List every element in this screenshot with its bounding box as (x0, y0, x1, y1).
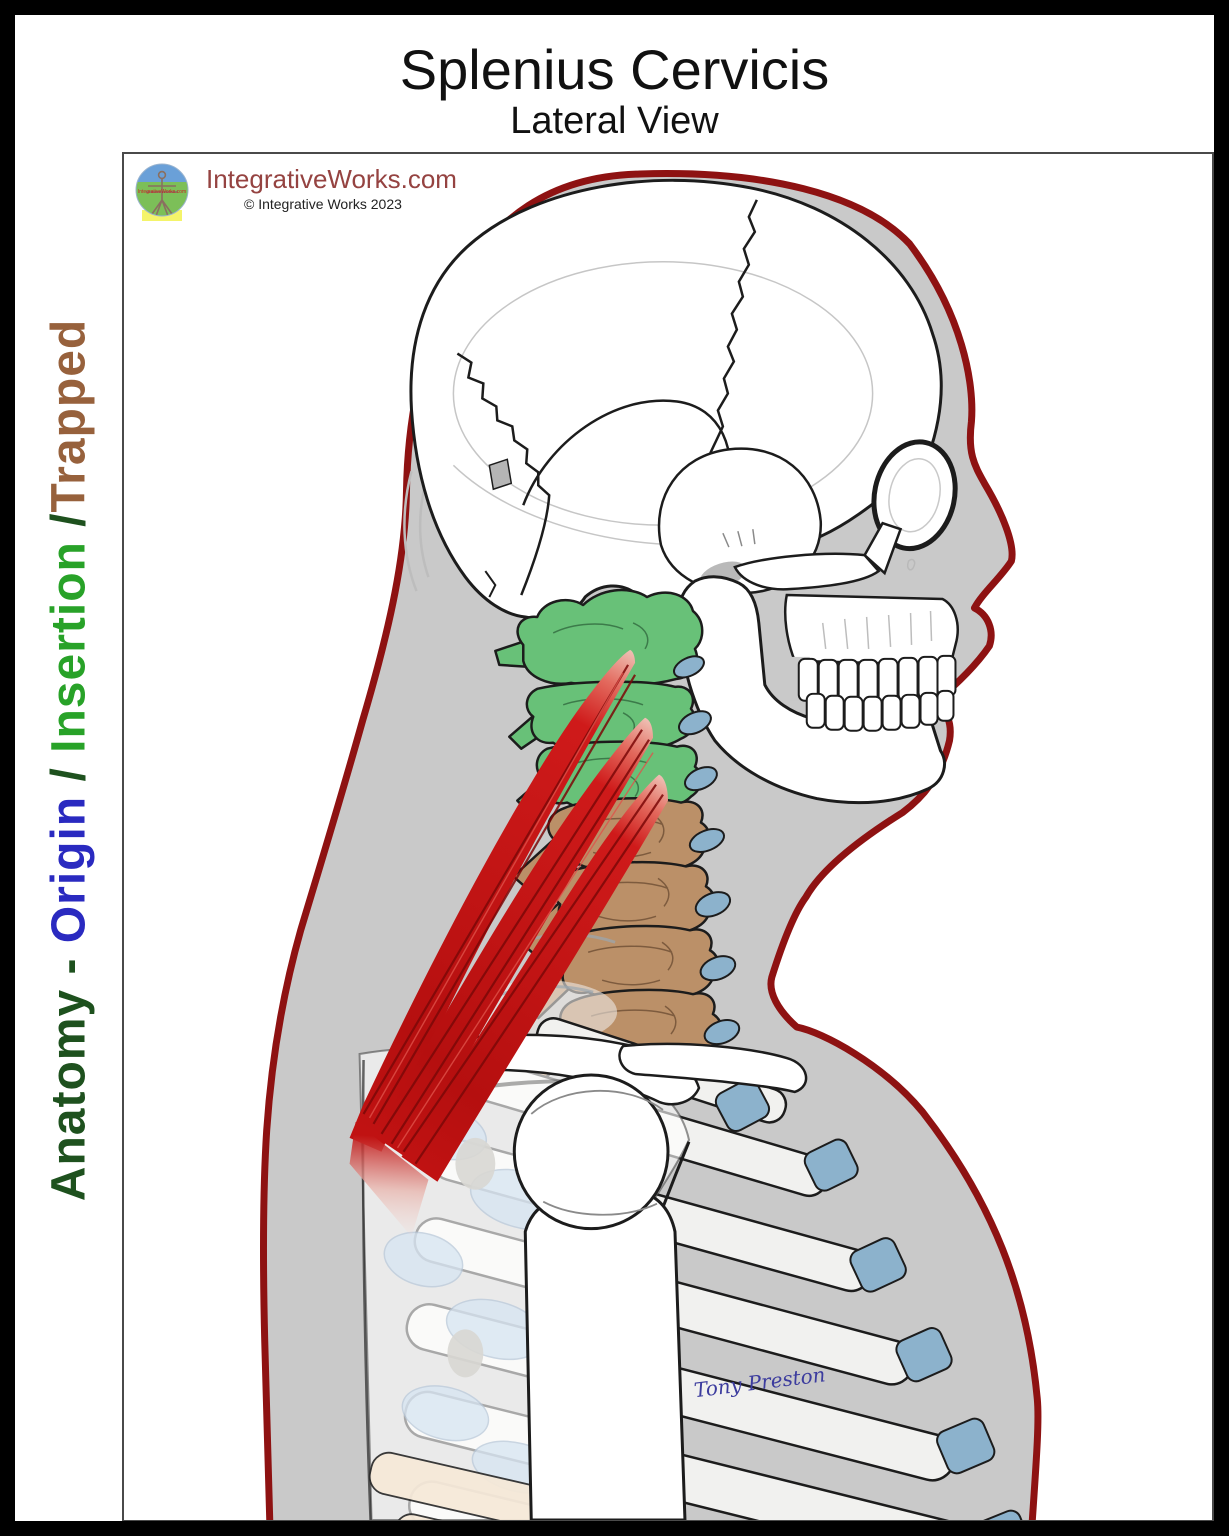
humeral-head (512, 1073, 670, 1231)
brand-copyright: © Integrative Works 2023 (244, 196, 402, 212)
side-label-seg-slash1: / (42, 752, 96, 796)
costal-cream-bands (368, 1451, 660, 1520)
costal-cartilage (714, 1078, 1032, 1520)
side-label-seg-slash2: / (42, 512, 96, 542)
side-label-seg-insertion: Insertion (42, 541, 96, 753)
body-outline (259, 170, 1042, 1520)
mandible (677, 575, 946, 805)
brand-site-name: IntegrativeWorks.com (206, 164, 457, 194)
humerus (512, 1073, 687, 1520)
lower-teeth (805, 689, 955, 732)
temporal-detail (722, 529, 756, 548)
skull-inner-arc (452, 464, 683, 546)
brand-block: IntegrativeWorks.com IntegrativeWorks.co… (132, 160, 552, 230)
zygomatic-arch (733, 521, 903, 591)
integrative-works-logo: IntegrativeWorks.com (135, 163, 189, 221)
upper-teeth (797, 654, 957, 705)
occipitomastoid-suture (484, 570, 497, 598)
side-label: Anatomy - Origin / Insertion /Trapped (42, 319, 97, 1201)
orbit-mark (907, 558, 916, 571)
maxilla-striations (821, 610, 933, 649)
logo-micro-text: IntegrativeWorks.com (138, 189, 186, 195)
vitruvian-figure (146, 170, 178, 216)
illustration-box: Tony Preston IntegrativeWorks.com Integ (122, 152, 1214, 1521)
muscle-fade-tail (349, 1121, 429, 1237)
side-label-seg-origin: Origin (42, 795, 96, 944)
asterion-patch (488, 458, 513, 491)
side-label-seg-trapped: Trapped (42, 318, 96, 513)
lambdoid-suture (456, 352, 551, 596)
muscle-fibers (362, 664, 664, 1165)
page-title: Splenius Cervicis (399, 38, 830, 101)
maxilla (784, 593, 959, 667)
page-subtitle: Lateral View (510, 99, 719, 142)
title-block: Splenius Cervicis Lateral View (15, 38, 1214, 143)
humeral-head-line (530, 1089, 664, 1216)
humerus-shaft (523, 1187, 687, 1520)
facet-joints (672, 655, 741, 1046)
muscle-highlights (368, 672, 654, 1149)
side-label-seg-anatomy: Anatomy - (42, 943, 96, 1202)
eye-orbit (871, 439, 958, 552)
clavicle (618, 1042, 808, 1094)
splenius-cervicis-muscle (349, 649, 668, 1237)
anatomy-illustration: Tony Preston (259, 170, 1042, 1520)
hairline-arc (403, 470, 430, 592)
